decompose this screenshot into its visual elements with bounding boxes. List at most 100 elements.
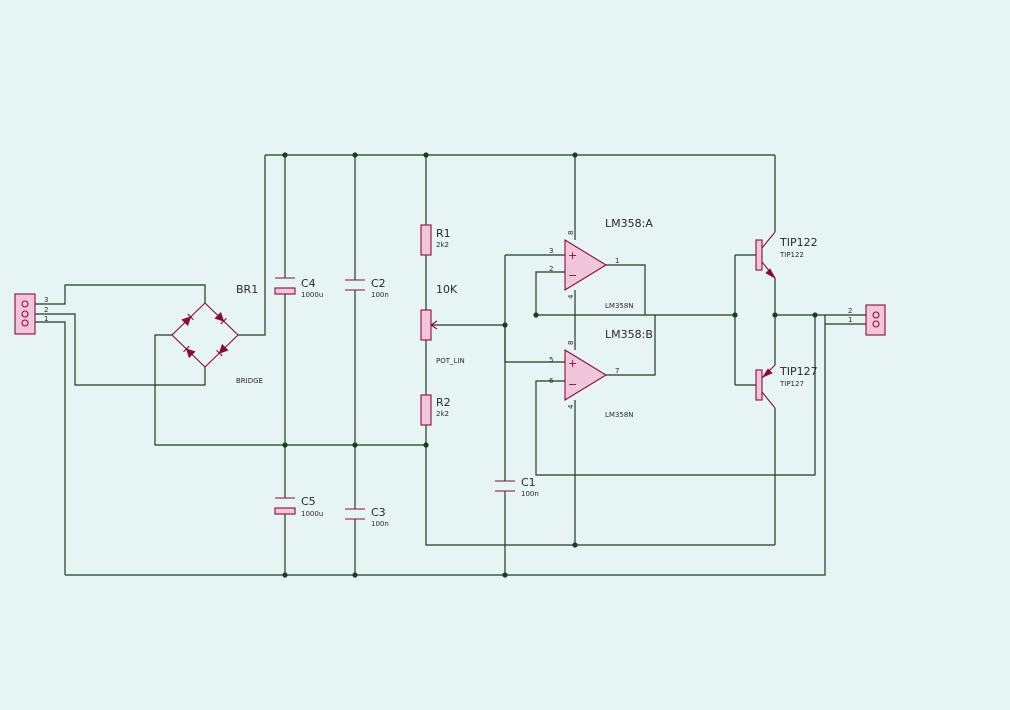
plus-sign: + [568,357,577,370]
opamp-b-ref-label: LM358:B [605,328,653,341]
junction-dot [572,152,578,158]
connector-pin-circle [21,300,29,308]
wire-bases [734,254,756,386]
opamp-b-pin-plus: 5 [549,356,553,364]
opamp-a-pin-gnd: 4 [567,294,575,299]
junction-dot [502,322,508,328]
input-pin-1-label: 1 [44,315,48,323]
wire-ob-plus [504,325,565,363]
wire-ob-out [606,315,656,376]
transistor-base-bar [755,239,763,271]
c2-value-label: 100n [371,291,389,299]
opamp-a-pin-minus: 2 [549,265,553,273]
q1-value-label: TIP122 [779,251,804,259]
junction-dot [533,312,539,318]
connector-pin-circle [21,319,29,327]
wire-divider [425,155,775,546]
opamp-a-pin-out: 1 [615,257,619,265]
c1-ref-label: C1 [521,476,536,489]
potentiometer: 10K POT_LIN [420,283,465,365]
pot-value-label: POT_LIN [436,357,465,365]
junction-dot [502,572,508,578]
diode-icon [216,343,229,357]
bridge-value-label: BRIDGE [236,377,263,385]
junction-dot [572,542,578,548]
pot-ref-label: 10K [436,283,458,296]
opamp-b-pin-minus: 6 [549,377,554,385]
opamp-b-value-label: LM358N [605,411,634,419]
c3-ref-label: C3 [371,506,386,519]
polarized-plate-icon [274,287,296,295]
junction-dot [423,152,429,158]
c4-ref-label: C4 [301,277,316,290]
resistor-body [420,394,432,426]
wire-oa-out [606,264,646,315]
opamp-b-pin-out: 7 [615,367,619,375]
transistor-base-bar [755,369,763,401]
junction-dot [282,152,288,158]
opamp-a: + − 3 2 1 8 4 LM358:A LM358N [549,217,653,310]
wire-in-pin3 [35,284,206,305]
wire-bridge-plus [238,155,266,336]
wire-oa-minus [535,271,565,315]
input-connector-body [14,293,36,335]
opamp-b-pin-vcc: 8 [567,341,575,345]
polarized-plate-icon [274,507,296,515]
q2-value-label: TIP127 [779,380,804,388]
r1-ref-label: R1 [436,227,451,240]
junction-dot [282,572,288,578]
r2-value-label: 2k2 [436,410,449,418]
capacitor-c3: C3 100n [345,506,389,528]
q2-ref-label: TIP127 [779,365,818,378]
bridge-ref-label: BR1 [236,283,258,296]
minus-sign: − [568,378,577,391]
opamp-triangle-icon [564,349,608,401]
junction-dot [352,442,358,448]
capacitor-c5: C5 1000u [274,495,323,518]
c5-value-label: 1000u [301,510,323,518]
junction-dot [732,312,738,318]
opamp-a-value-label: LM358N [605,302,634,310]
output-connector: 2 1 [848,304,886,336]
junction-dot [423,442,429,448]
output-pin-2-label: 2 [848,307,852,315]
pot-body [420,309,432,341]
minus-sign: − [568,269,577,282]
diode-icon [183,345,196,359]
diode-icon [214,311,227,325]
capacitor-c4: C4 1000u [274,277,323,299]
wires [35,154,866,576]
transistor-q1-npn: TIP122 TIP122 [755,231,818,280]
plus-sign: + [568,249,577,262]
junction-dot [812,312,818,318]
input-connector: 3 2 1 [14,293,48,335]
connector-pin-circle [872,311,880,319]
resistor-body [420,224,432,256]
emitter-arrow-icon [765,268,777,280]
c5-ref-label: C5 [301,495,316,508]
r2-ref-label: R2 [436,396,451,409]
q1-ref-label: TIP122 [779,236,818,249]
c4-value-label: 1000u [301,291,323,299]
capacitor-c1: C1 100n [495,476,539,498]
capacitor-c2: C2 100n [345,277,389,299]
c3-value-label: 100n [371,520,389,528]
opamp-b: + − 5 6 7 8 4 LM358:B LM358N [549,328,653,419]
c2-ref-label: C2 [371,277,386,290]
c1-value-label: 100n [521,490,539,498]
wire-in-pin2 [35,313,206,386]
input-pin-3-label: 3 [44,296,48,304]
connector-pin-circle [21,310,29,318]
opamp-a-pin-vcc: 8 [567,231,575,235]
wire-bridge-minus [154,334,426,446]
junction-dot [282,442,288,448]
connector-pin-circle [872,320,880,328]
opamp-triangle-icon [564,239,608,291]
transistor-collector-leg [761,231,776,249]
resistor-r2: R2 2k2 [420,394,451,426]
junction-dot [772,312,778,318]
wire-bottom-rail [65,315,826,576]
opamp-a-ref-label: LM358:A [605,217,653,230]
wire-ob-minus [535,315,816,476]
